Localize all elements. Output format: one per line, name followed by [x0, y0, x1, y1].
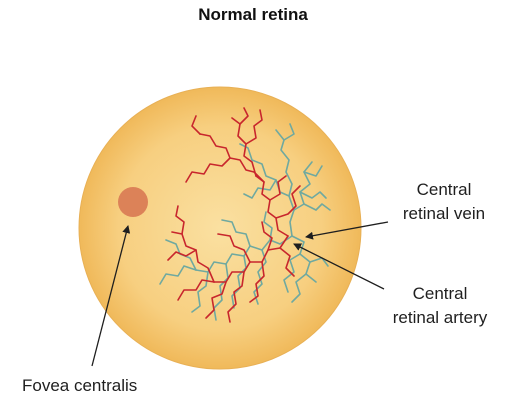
vein-label-line-1: Central	[392, 178, 496, 202]
vein-label-line-2: retinal vein	[392, 202, 496, 226]
vein-label: Central retinal vein	[392, 178, 496, 226]
artery-label: Central retinal artery	[380, 282, 500, 330]
artery-label-line-2: retinal artery	[380, 306, 500, 330]
retina-disc	[79, 87, 361, 369]
fovea-label: Fovea centralis	[22, 374, 137, 398]
artery-label-line-1: Central	[380, 282, 500, 306]
fovea-spot	[118, 187, 148, 217]
